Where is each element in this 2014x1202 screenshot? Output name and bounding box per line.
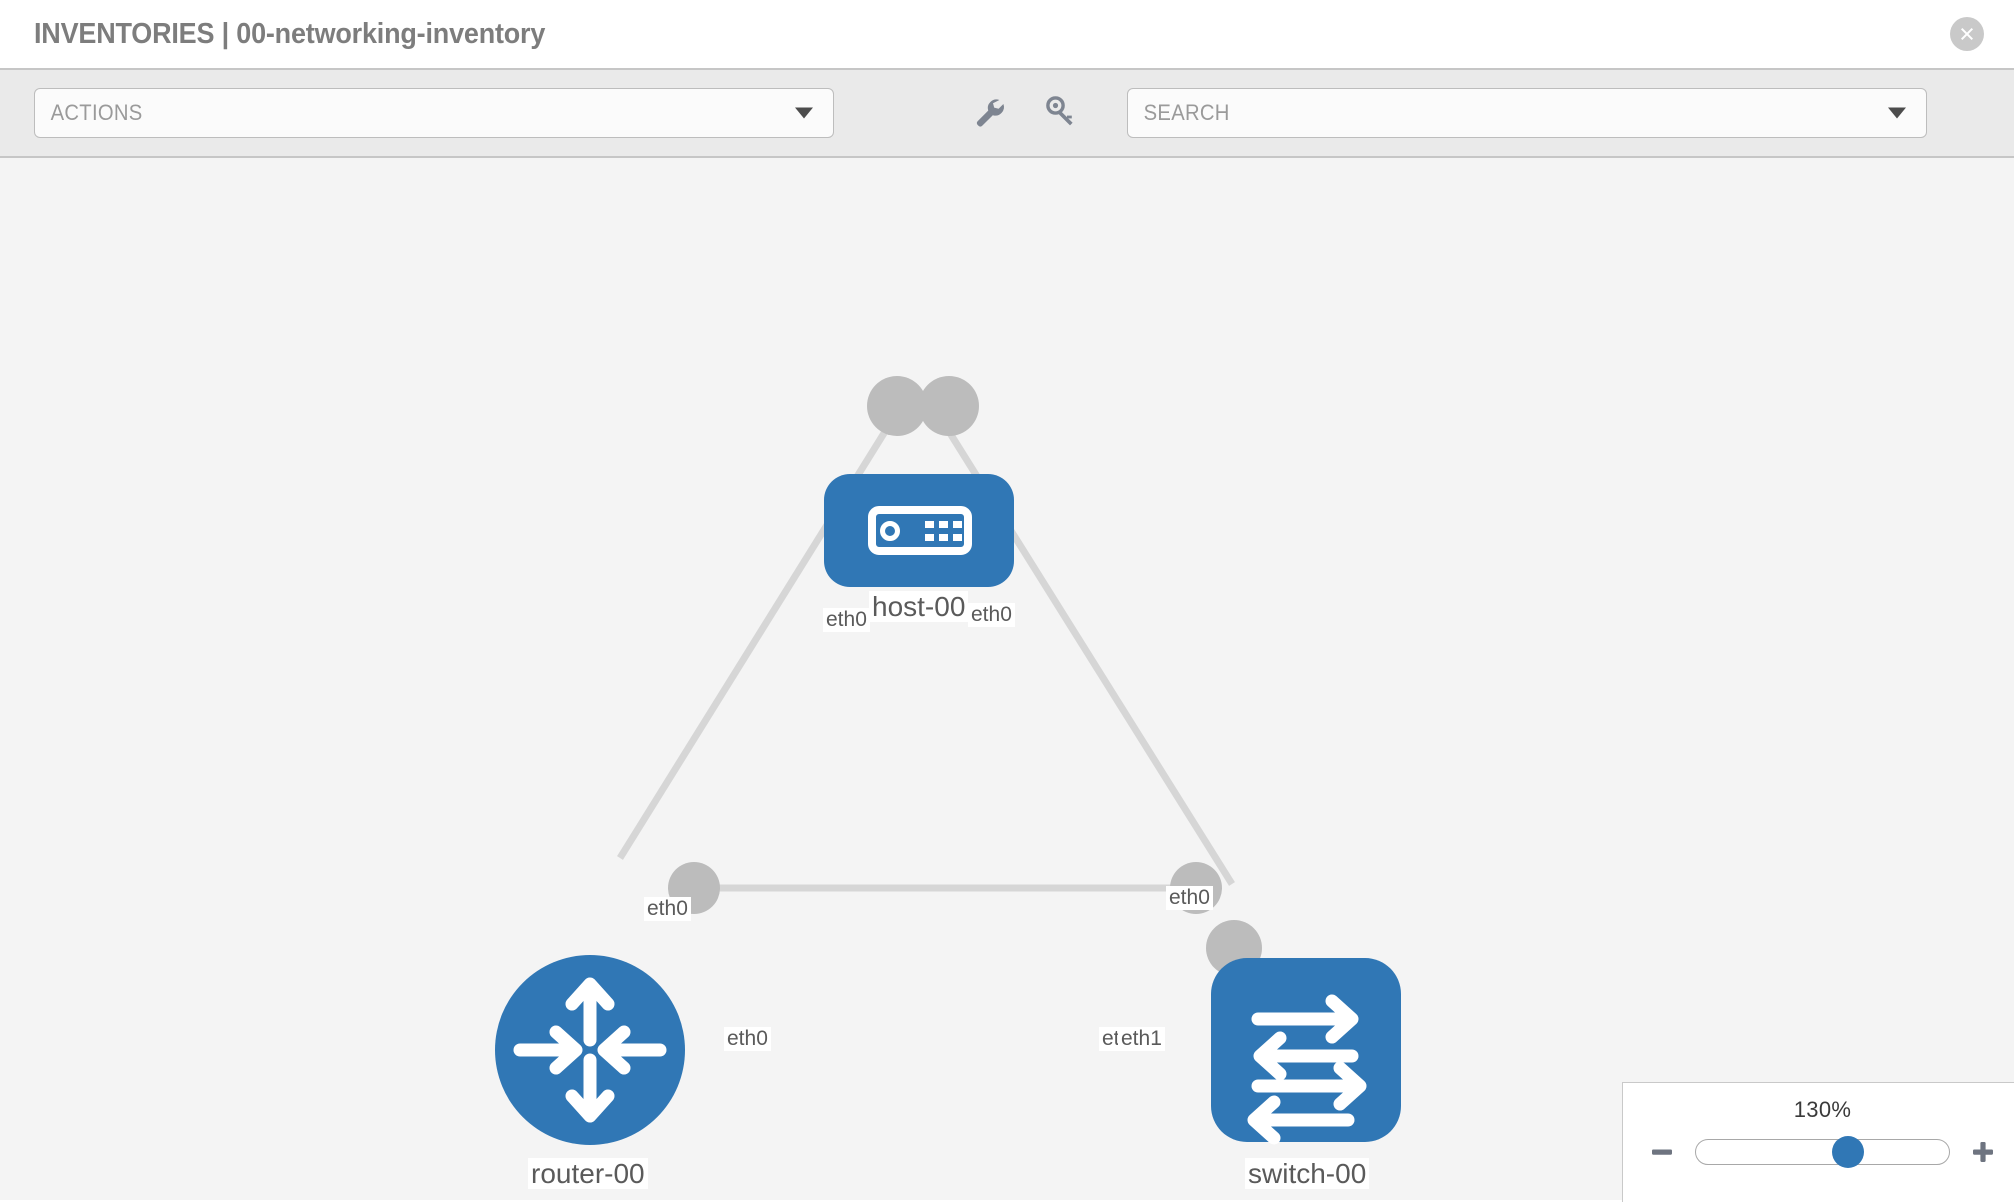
minus-icon xyxy=(1652,1149,1672,1155)
node-router-00[interactable] xyxy=(495,955,685,1145)
node-host-00[interactable] xyxy=(824,474,1014,587)
topology-canvas[interactable]: eth0 eth0 host-00 eth0 eth0 eth0 etl eth… xyxy=(0,158,2014,1200)
toolbar: ACTIONS SEARCH xyxy=(0,68,2014,158)
node-label-host-00: host-00 xyxy=(869,591,969,623)
key-icon[interactable] xyxy=(1041,92,1079,135)
toolbar-icon-group xyxy=(969,92,1079,135)
chevron-down-icon xyxy=(795,107,813,119)
zoom-control-panel: 130% xyxy=(1622,1082,2014,1202)
interface-label-router-east: eth0 xyxy=(724,1027,771,1052)
actions-dropdown-label: ACTIONS xyxy=(50,100,143,125)
node-switch-00[interactable] xyxy=(1211,958,1401,1145)
zoom-in-button[interactable] xyxy=(1966,1135,2000,1169)
search-input-placeholder: SEARCH xyxy=(1143,100,1230,125)
wrench-icon[interactable] xyxy=(969,92,1007,135)
page-title: INVENTORIES | 00-networking-inventory xyxy=(34,17,546,50)
topology-graph xyxy=(495,376,1401,1145)
zoom-slider-row xyxy=(1623,1135,2014,1169)
node-label-switch-00: switch-00 xyxy=(1245,1158,1370,1190)
interface-label-host-right: eth0 xyxy=(968,603,1015,628)
close-icon xyxy=(1957,24,1977,44)
server-icon xyxy=(868,506,972,555)
close-button[interactable] xyxy=(1950,17,1984,51)
plus-icon xyxy=(1973,1142,1993,1162)
interface-stub-host-right[interactable] xyxy=(919,376,979,436)
search-dropdown[interactable]: SEARCH xyxy=(1127,88,1927,138)
interface-label-router-up: eth0 xyxy=(644,897,691,922)
actions-dropdown[interactable]: ACTIONS xyxy=(34,88,834,138)
node-label-router-00: router-00 xyxy=(528,1158,648,1190)
zoom-out-button[interactable] xyxy=(1645,1135,1679,1169)
router-icon xyxy=(513,977,667,1123)
zoom-slider-track[interactable] xyxy=(1695,1136,1950,1168)
zoom-percent-label: 130% xyxy=(1793,1097,1852,1122)
chevron-down-icon xyxy=(1888,107,1906,119)
interface-label-host-left: eth0 xyxy=(823,608,870,633)
switch-icon xyxy=(1247,994,1367,1145)
zoom-slider-thumb[interactable] xyxy=(1831,1136,1864,1168)
interface-label-switch-west-b: eth1 xyxy=(1118,1027,1165,1052)
interface-label-switch-up: eth0 xyxy=(1166,886,1213,911)
page-header: INVENTORIES | 00-networking-inventory xyxy=(0,0,2014,68)
interface-stub-host-left[interactable] xyxy=(867,376,927,436)
